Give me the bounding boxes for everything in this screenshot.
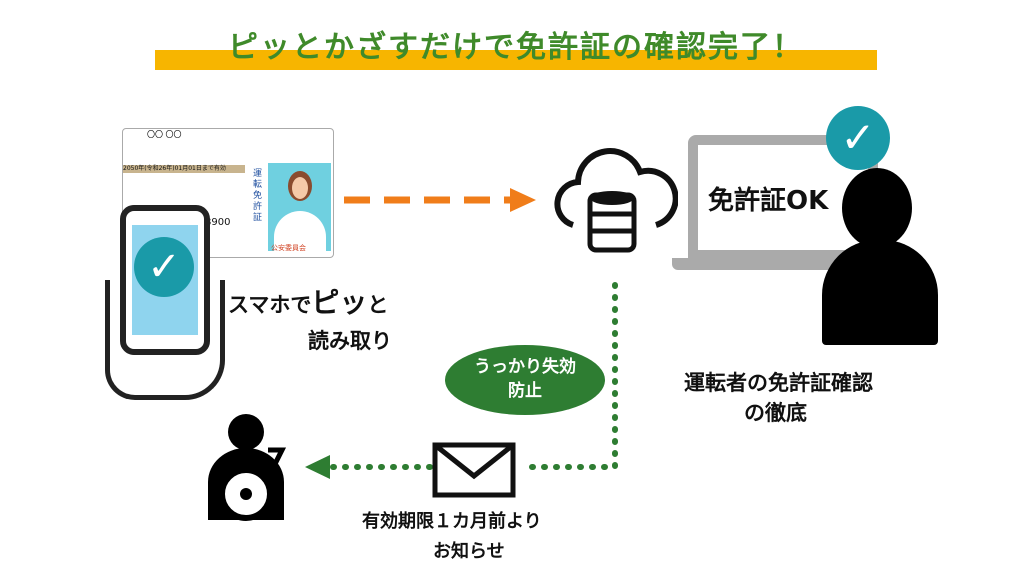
laptop-screen-text: 免許証OK	[708, 186, 829, 216]
phone-label-line1: スマホでピッと	[228, 286, 388, 322]
bubble-line2: 防止	[508, 381, 542, 401]
smartphone: ✓	[120, 205, 210, 355]
admin-label-line1: 運転者の免許証確認	[684, 371, 873, 395]
page-title: ピッとかざすだけで免許証の確認完了！	[228, 30, 804, 65]
admin-person-icon	[842, 168, 912, 248]
check-badge-icon: ✓	[826, 106, 890, 170]
card-issuer: 公安委員会	[271, 244, 306, 252]
phone-label-line2: 読み取り	[308, 329, 392, 353]
admin-person-body	[822, 240, 938, 345]
admin-label-line2: の徹底	[744, 401, 807, 425]
card-name: 〇〇 〇〇	[147, 130, 182, 139]
driver-icon	[208, 414, 287, 521]
notification-path	[305, 282, 618, 479]
bubble-line1: うっかり失効	[474, 357, 576, 377]
card-photo	[268, 163, 331, 251]
upload-arrow	[344, 188, 536, 212]
card-type: 運転免許証	[253, 169, 263, 223]
cloud-database-icon	[554, 148, 678, 253]
card-number: 8900	[205, 217, 231, 228]
phone-label-end: と	[367, 293, 389, 317]
hand	[105, 280, 225, 400]
mail-icon	[432, 442, 516, 498]
phone-label-text: スマホで	[228, 293, 312, 317]
title-highlight	[155, 50, 877, 70]
mail-label-line2: お知らせ	[433, 541, 505, 562]
phone-label-emph: ピッ	[311, 286, 368, 319]
mail-label-line1: 有効期限１カ月前より	[362, 511, 542, 532]
speech-bubble: うっかり失効 防止	[445, 345, 605, 415]
card-validity: 2050年(令和26年)01月01日まで有効	[123, 165, 245, 173]
